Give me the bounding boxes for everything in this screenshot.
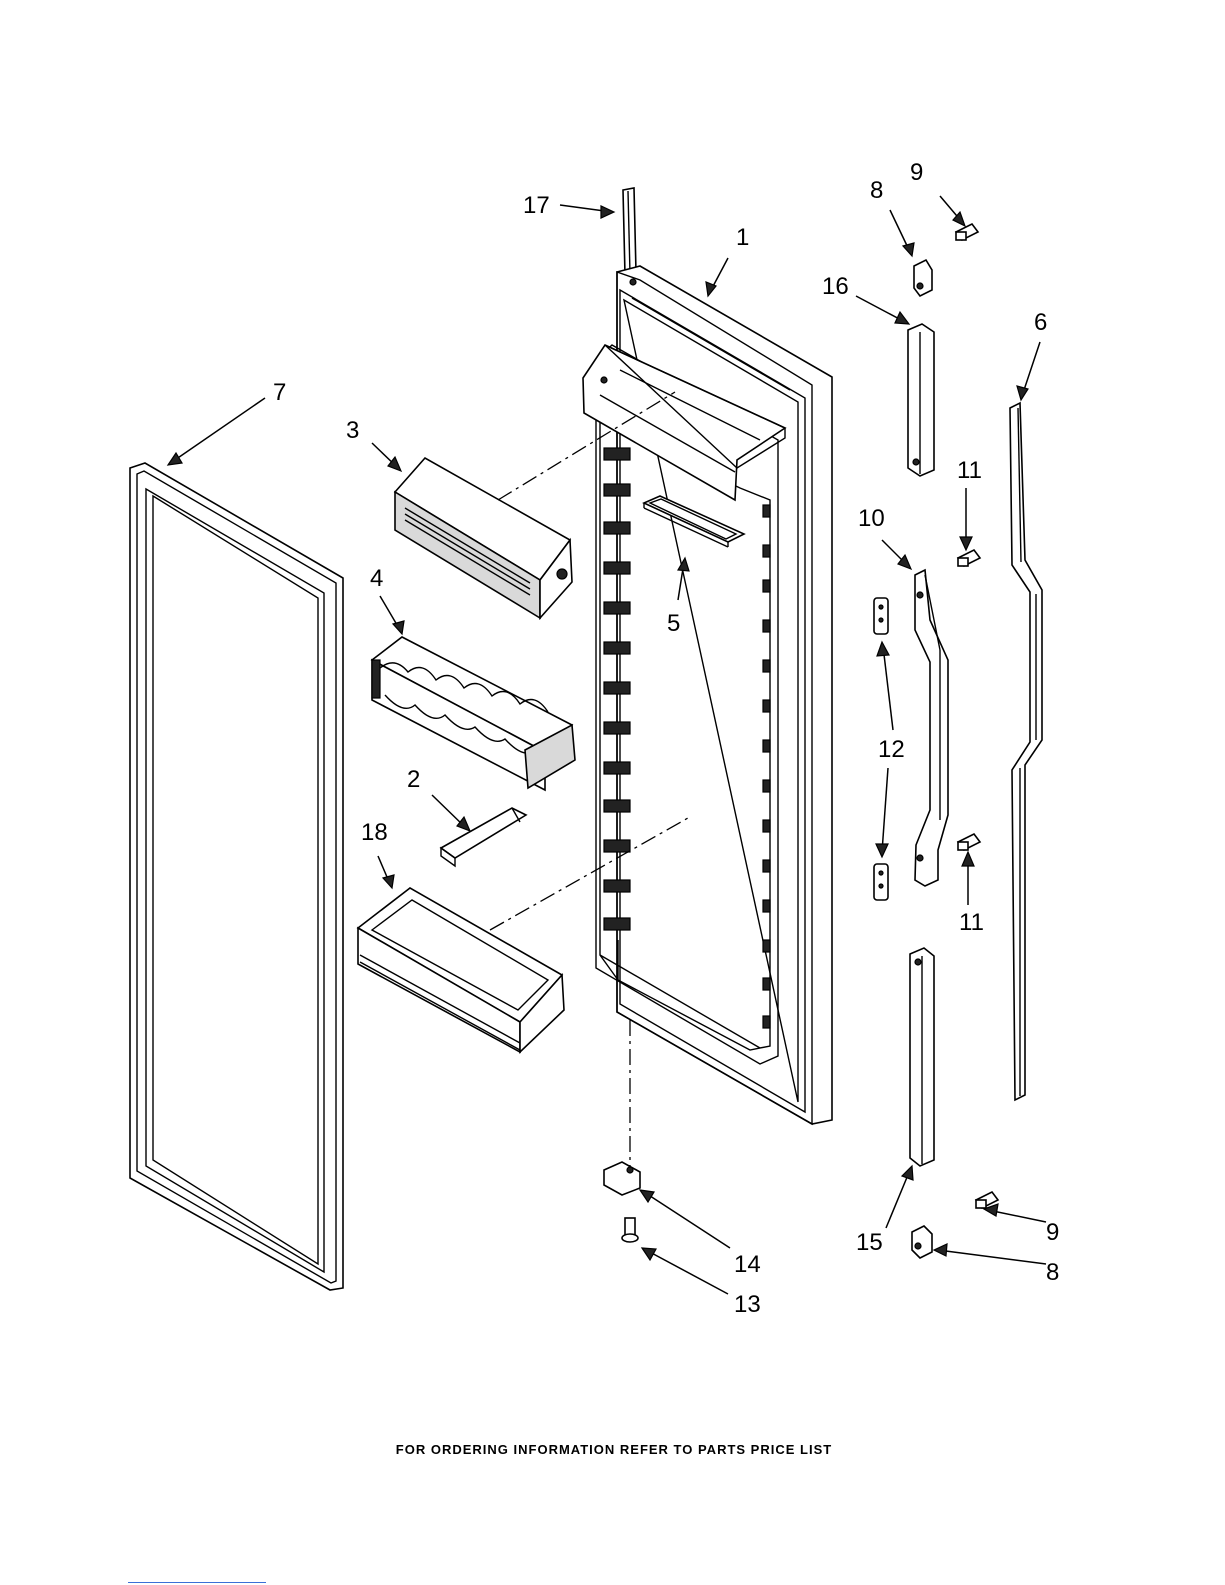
callout-9-top: 9 xyxy=(910,159,923,186)
callout-5: 5 xyxy=(667,610,680,637)
part-16-upper-trim xyxy=(908,324,934,476)
part-3-dairy-cover xyxy=(395,458,572,618)
part-13-screw xyxy=(622,1218,638,1242)
part-4-wave-shelf xyxy=(372,637,575,790)
callout-17: 17 xyxy=(523,192,550,219)
part-14-bottom-hinge xyxy=(604,1162,640,1195)
part-1-door-liner xyxy=(583,266,832,1124)
part-17-trim-strip xyxy=(623,188,636,275)
callout-8-bottom: 8 xyxy=(1046,1259,1059,1286)
callout-15: 15 xyxy=(856,1229,883,1256)
callout-16: 16 xyxy=(822,273,849,300)
callout-11-lower: 11 xyxy=(959,909,984,936)
callout-2: 2 xyxy=(407,766,420,793)
callout-12: 12 xyxy=(878,736,905,763)
callout-11-upper: 11 xyxy=(957,457,982,484)
part-7-door-gasket xyxy=(130,463,343,1290)
part-12-spacer-lower xyxy=(874,864,888,900)
callout-9-bottom: 9 xyxy=(1046,1219,1059,1246)
part-11-screw-lower xyxy=(958,834,980,850)
part-11-screw-upper xyxy=(958,550,980,566)
part-15-lower-trim xyxy=(910,948,934,1166)
bottom-link-underline xyxy=(128,1582,266,1583)
callout-8-top: 8 xyxy=(870,177,883,204)
callout-3: 3 xyxy=(346,417,359,444)
part-9-top-screw xyxy=(956,224,978,240)
callout-13: 13 xyxy=(734,1291,761,1318)
part-8-bottom-hinge-bracket xyxy=(912,1226,932,1258)
callout-6: 6 xyxy=(1034,309,1047,336)
callout-10: 10 xyxy=(858,505,885,532)
part-8-top-hinge-bracket xyxy=(914,260,932,296)
part-6-side-strip xyxy=(1010,403,1042,1100)
callout-14: 14 xyxy=(734,1251,761,1278)
footer-ordering-info: FOR ORDERING INFORMATION REFER TO PARTS … xyxy=(396,1442,832,1457)
part-10-handle xyxy=(915,570,948,886)
callout-7: 7 xyxy=(273,379,286,406)
callout-4: 4 xyxy=(370,565,383,592)
callout-18: 18 xyxy=(361,819,388,846)
part-12-spacer-upper xyxy=(874,598,888,634)
part-18-door-bin xyxy=(358,888,564,1052)
callout-1: 1 xyxy=(736,224,749,251)
